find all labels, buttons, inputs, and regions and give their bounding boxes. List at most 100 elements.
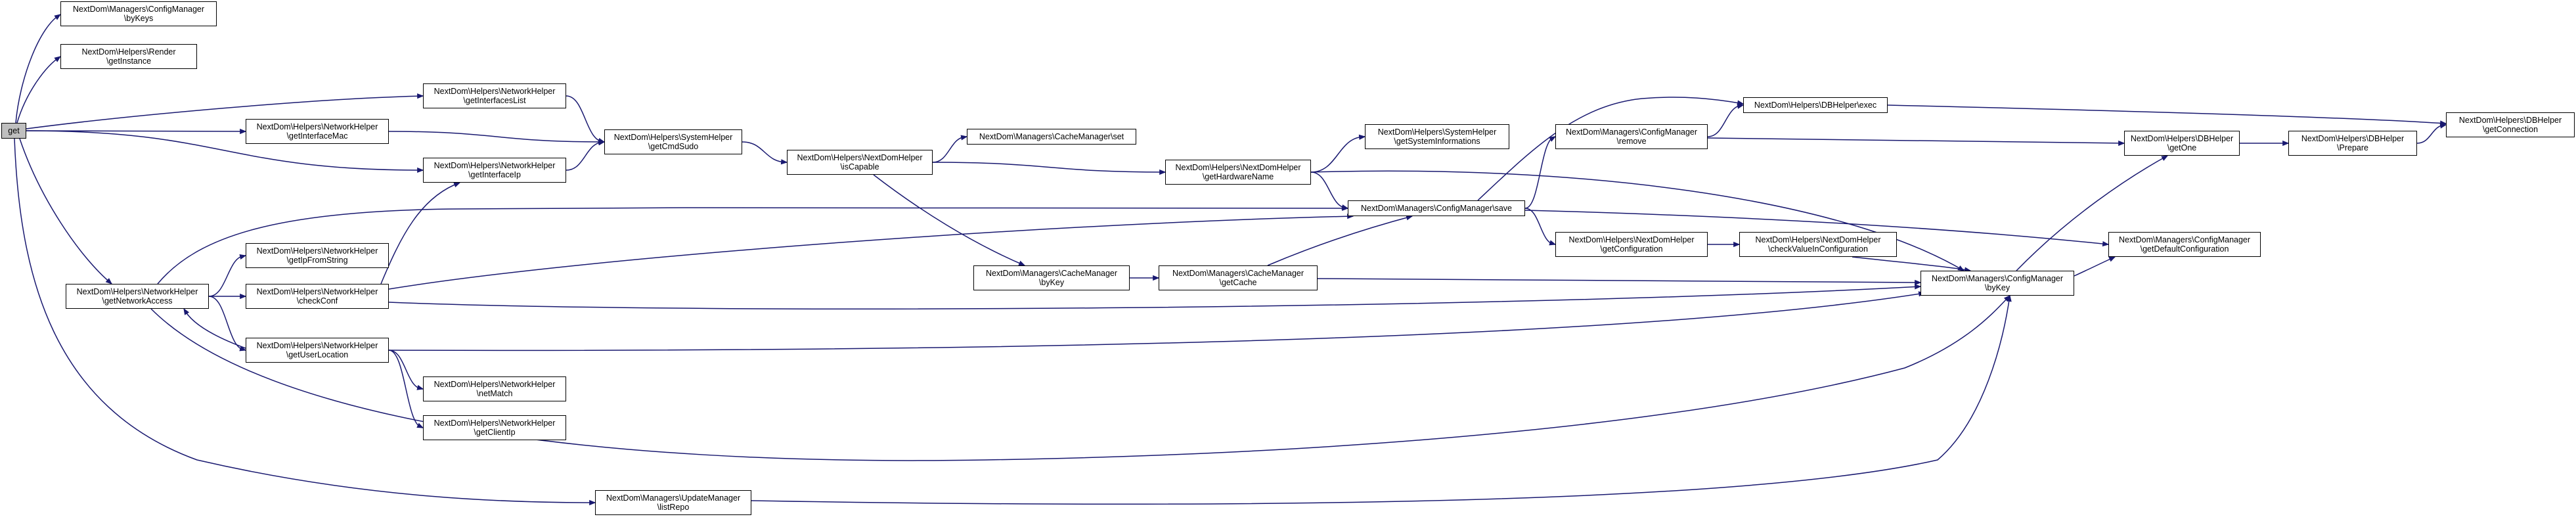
arrowhead-nh-getinterfacemac	[240, 128, 247, 135]
arrowhead-cm-getdefaultconfiguration	[2102, 241, 2110, 247]
node-label-line: \byKeys	[123, 14, 154, 23]
edge-cm-remove-to-dbh-getone	[1707, 137, 2125, 144]
node-cm-save[interactable]: NextDom\Managers\ConfigManager\save	[1348, 200, 1525, 216]
node-cachem-bykey[interactable]: NextDom\Managers\CacheManager\byKey	[973, 265, 1130, 290]
node-label-line: NextDom\Helpers\NextDomHelper	[1175, 163, 1301, 172]
arrowhead-cachem-bykey	[1018, 260, 1026, 266]
arrowhead-cm-bykey	[2006, 294, 2012, 302]
node-label-line: NextDom\Managers\ConfigManager	[1565, 127, 1698, 137]
node-label-line: \getInterfacesList	[463, 96, 526, 105]
node-label-line: \checkValueInConfiguration	[1768, 244, 1868, 254]
node-nh-getclientip[interactable]: NextDom\Helpers\NetworkHelper\getClientI…	[423, 415, 566, 440]
node-label-line: \Prepare	[2337, 143, 2368, 152]
node-label-line: NextDom\Managers\ConfigManager	[72, 5, 205, 14]
edge-ndh-iscapable-to-cachem-set	[932, 136, 967, 163]
node-label-line: \getSystemInformations	[1394, 137, 1480, 146]
arrowhead-cm-remove	[1549, 136, 1557, 142]
edge-nh-getnetworkaccess-to-nh-getipfromstring	[208, 255, 246, 297]
edge-dbh-exec-to-dbh-getconnection	[1887, 104, 2447, 124]
node-cm-bykey[interactable]: NextDom\Managers\ConfigManager\byKey	[1921, 271, 2074, 296]
arrowhead-nh-getinterfaceslist	[417, 93, 424, 99]
node-ndh-checkvalueinconfiguration[interactable]: NextDom\Helpers\NextDomHelper\checkValue…	[1739, 232, 1897, 257]
node-dbh-getconnection[interactable]: NextDom\Helpers\DBHelper\getConnection	[2446, 112, 2575, 137]
edge-nh-getuserlocation-to-cm-bykey	[388, 292, 1925, 352]
node-sh-getcmdsudo[interactable]: NextDom\Helpers\SystemHelper\getCmdSudo	[604, 129, 742, 154]
edge-nh-getinterfaceslist-to-sh-getcmdsudo	[566, 95, 605, 143]
node-sh-getsysteminformations[interactable]: NextDom\Helpers\SystemHelper\getSystemIn…	[1365, 124, 1509, 149]
node-label-line: NextDom\Helpers\NetworkHelper	[433, 419, 556, 428]
edge-get-to-nh-getinterfaceslist	[26, 95, 424, 129]
node-label-line: NextDom\Helpers\NextDomHelper	[1755, 235, 1881, 244]
edge-get-to-nh-getinterfaceip	[26, 130, 424, 171]
arrowhead-nh-getuserlocation	[239, 346, 247, 352]
edge-cm-save-to-cm-getdefaultconfiguration	[1524, 210, 2109, 245]
node-label-line: \isCapable	[840, 162, 879, 171]
arrowhead-nh-netmatch	[416, 384, 424, 390]
node-cachem-getcache[interactable]: NextDom\Managers\CacheManager\getCache	[1159, 265, 1318, 290]
node-label-line: \remove	[1616, 137, 1647, 146]
arrowhead-sh-getsysteminformations	[1358, 134, 1366, 140]
arrowhead-dbh-exec	[1737, 103, 1744, 109]
arrowhead-ndh-gethardwarename	[1159, 169, 1166, 175]
edge-cm-bykey-to-cm-getdefaultconfiguration	[2074, 256, 2116, 277]
arrowhead-cm-bykeys	[54, 14, 62, 20]
node-nh-netmatch[interactable]: NextDom\Helpers\NetworkHelper\netMatch	[423, 376, 566, 401]
node-label-line: \getCmdSudo	[648, 142, 699, 151]
node-label-line: NextDom\Helpers\NextDomHelper	[797, 153, 923, 162]
node-label-line: NextDom\Managers\UpdateManager	[606, 493, 741, 503]
node-cachem-set[interactable]: NextDom\Managers\CacheManager\set	[967, 129, 1136, 145]
arrowhead-render-getinstance	[54, 56, 62, 62]
node-label-line: \getNetworkAccess	[102, 296, 173, 306]
node-cm-bykeys[interactable]: NextDom\Managers\ConfigManager\byKeys	[60, 1, 217, 26]
node-label-line: \listRepo	[657, 503, 690, 512]
node-nh-getnetworkaccess[interactable]: NextDom\Helpers\NetworkHelper\getNetwork…	[66, 284, 209, 309]
node-um-listrepo[interactable]: NextDom\Managers\UpdateManager\listRepo	[595, 490, 751, 515]
node-label-line: \byKey	[1984, 283, 2010, 292]
edge-nh-getnetworkaccess-to-nh-getuserlocation	[208, 296, 246, 351]
node-dbh-exec[interactable]: NextDom\Helpers\DBHelper\exec	[1743, 97, 1888, 113]
node-cm-getdefaultconfiguration[interactable]: NextDom\Managers\ConfigManager\getDefaul…	[2108, 232, 2261, 257]
arrowhead-cachem-getcache	[1153, 275, 1160, 281]
node-label-line: NextDom\Helpers\DBHelper	[2458, 116, 2562, 125]
node-ndh-getconfiguration[interactable]: NextDom\Helpers\NextDomHelper\getConfigu…	[1555, 232, 1708, 257]
arrowhead-nh-getinterfaceip	[453, 182, 461, 188]
node-dbh-prepare[interactable]: NextDom\Helpers\DBHelper\Prepare	[2288, 131, 2417, 156]
node-nh-getinterfacemac[interactable]: NextDom\Helpers\NetworkHelper\getInterfa…	[246, 119, 389, 144]
node-render-getinstance[interactable]: NextDom\Helpers\Render\getInstance	[60, 44, 197, 69]
arrowhead-cm-bykey	[1915, 279, 1922, 285]
edge-cm-save-to-cm-remove	[1524, 136, 1556, 209]
edge-nh-getuserlocation-to-nh-netmatch	[388, 350, 424, 390]
node-ndh-iscapable[interactable]: NextDom\Helpers\NextDomHelper\isCapable	[787, 150, 933, 175]
node-nh-getinterfaceip[interactable]: NextDom\Helpers\NetworkHelper\getInterfa…	[423, 158, 566, 183]
node-ndh-gethardwarename[interactable]: NextDom\Helpers\NextDomHelper\getHardwar…	[1165, 160, 1311, 185]
arrowhead-nh-getnetworkaccess	[183, 307, 190, 315]
arrowhead-nh-getclientip	[416, 422, 424, 428]
arrowhead-cm-bykey	[1914, 284, 1922, 290]
node-label-line: \getClientIp	[474, 428, 516, 437]
node-dbh-getone[interactable]: NextDom\Helpers\DBHelper\getOne	[2124, 131, 2240, 156]
node-nh-getuserlocation[interactable]: NextDom\Helpers\NetworkHelper\getUserLoc…	[246, 338, 389, 363]
node-cm-remove[interactable]: NextDom\Managers\ConfigManager\remove	[1555, 124, 1708, 149]
node-nh-getipfromstring[interactable]: NextDom\Helpers\NetworkHelper\getIpFromS…	[246, 243, 389, 268]
node-label-line: \getIpFromString	[286, 256, 348, 265]
edge-cachem-getcache-to-cm-bykey	[1317, 278, 1921, 283]
node-nh-checkconf[interactable]: NextDom\Helpers\NetworkHelper\checkConf	[246, 284, 389, 309]
node-label-line: NextDom\Helpers\SystemHelper	[1377, 127, 1497, 137]
node-label-line: \getUserLocation	[286, 350, 349, 359]
node-label-line: NextDom\Helpers\NetworkHelper	[433, 161, 556, 170]
arrowhead-nh-getnetworkaccess	[105, 278, 113, 284]
edge-ndh-gethardwarename-to-cm-save	[1310, 171, 1348, 209]
node-label-line: NextDom\Helpers\NetworkHelper	[256, 341, 378, 350]
edge-nh-getnetworkaccess-to-cm-save	[157, 206, 1348, 284]
node-label-line: NextDom\Managers\ConfigManager	[2118, 235, 2251, 244]
edge-nh-getnetworkaccess-to-cm-bykey	[150, 295, 2010, 461]
node-label-line: NextDom\Helpers\NetworkHelper	[256, 246, 378, 256]
node-label-line: NextDom\Helpers\DBHelper	[2130, 134, 2234, 143]
node-label-line: NextDom\Helpers\Render	[81, 47, 176, 57]
edge-get-to-nh-getnetworkaccess	[19, 138, 112, 284]
edge-cachem-getcache-to-cm-save	[1267, 216, 1413, 266]
arrowhead-dbh-getone	[2161, 155, 2169, 161]
node-nh-getinterfaceslist[interactable]: NextDom\Helpers\NetworkHelper\getInterfa…	[423, 83, 566, 108]
edge-nh-checkconf-to-nh-getinterfaceip	[380, 182, 460, 284]
